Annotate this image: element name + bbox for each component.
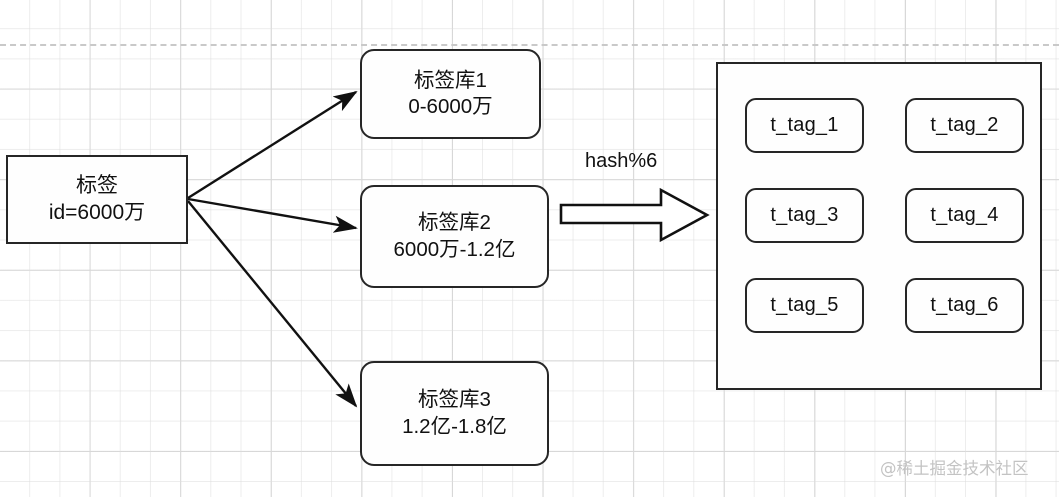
arrow-to-shard-1	[187, 90, 358, 200]
arrow-to-shard-3	[187, 200, 358, 408]
table-node-t-tag-5[interactable]: t_tag_5	[745, 278, 864, 333]
shard-node-2[interactable]: 标签库2 6000万-1.2亿	[360, 185, 549, 288]
shard-node-1-range: 0-6000万	[408, 95, 493, 118]
shard-node-1[interactable]: 标签库1 0-6000万	[360, 49, 541, 139]
hash-transform-label: hash%6	[585, 150, 658, 172]
table-node-t-tag-2[interactable]: t_tag_2	[905, 98, 1024, 153]
shard-node-2-name: 标签库2	[418, 211, 491, 235]
table-node-t-tag-3[interactable]: t_tag_3	[745, 188, 864, 243]
shard-node-1-name: 标签库1	[414, 68, 487, 92]
table-node-t-tag-6[interactable]: t_tag_6	[905, 278, 1024, 333]
source-node-title: 标签	[76, 173, 118, 197]
shard-node-2-range: 6000万-1.2亿	[393, 237, 516, 261]
block-arrow-hash	[559, 187, 710, 243]
dashed-guide-line	[0, 44, 1059, 46]
watermark: @稀土掘金技术社区	[880, 459, 1029, 478]
arrow-to-shard-2	[187, 197, 358, 233]
shard-node-3-name: 标签库3	[418, 388, 491, 412]
shard-node-3-range: 1.2亿-1.8亿	[402, 414, 507, 438]
source-node-detail: id=6000万	[48, 200, 146, 224]
table-node-t-tag-1[interactable]: t_tag_1	[745, 98, 864, 153]
table-node-t-tag-4[interactable]: t_tag_4	[905, 188, 1024, 243]
source-node[interactable]: 标签 id=6000万	[6, 155, 188, 244]
shard-node-3[interactable]: 标签库3 1.2亿-1.8亿	[360, 361, 549, 466]
